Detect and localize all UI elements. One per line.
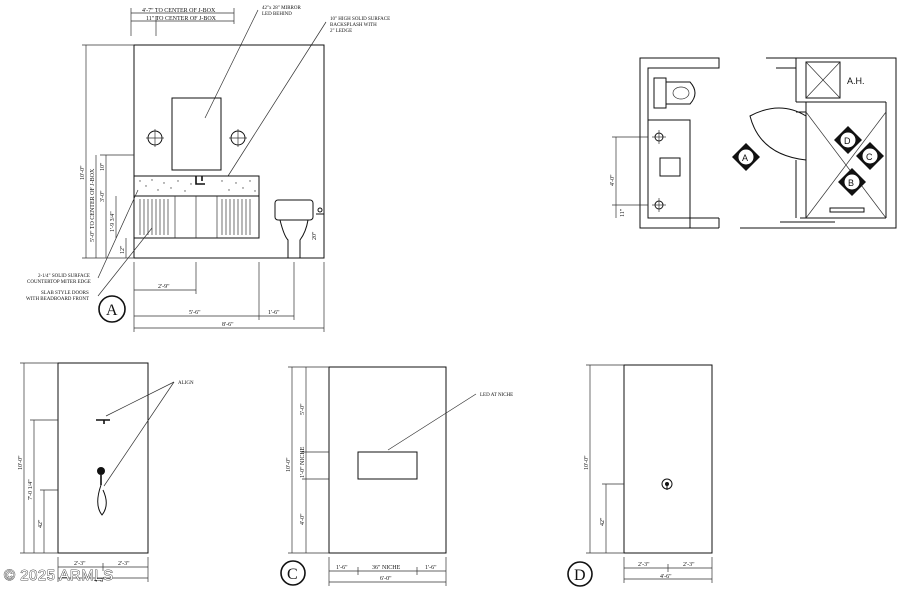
c-dim-niche-w: 36" NICHE [372, 565, 401, 571]
b-height-total: 10'-0" [18, 455, 24, 470]
elevation-d-label: D [574, 567, 586, 584]
elevation-b: ALIGN 10'-0" 7'-0 1/4" 42" 2'-3" 2'-3" 4… [18, 362, 194, 584]
mirror [171, 97, 222, 171]
d-dim-2-3a: 2'-3" [638, 562, 650, 568]
vanity-cabinet [133, 195, 260, 239]
backsplash-note-1: 10" HIGH SOLID SURFACE [330, 17, 390, 22]
elevation-c-label: C [287, 566, 298, 583]
elevation-a-label: A [106, 302, 118, 319]
dim-12: 12" [120, 245, 126, 254]
b-dim-7-0: 7'-0 1/4" [28, 479, 34, 500]
led-note: LED AT NICHE [480, 393, 513, 398]
shower-room-wall [796, 57, 897, 229]
tag-b-icon: B [838, 168, 866, 196]
elevation-c: LED AT NICHE 10'-0" 5'-0" 1'-0" NICHE 4'… [280, 366, 513, 586]
elevation-a: 4'-7" TO CENTER OF J-BOX 11" TO CENTER O… [26, 6, 390, 332]
c-height-total: 10'-0" [286, 457, 292, 472]
backsplash-note-3: 2" LEDGE [330, 29, 352, 34]
sconce-right [229, 129, 247, 147]
b-dim-4-6: 4'-6" [94, 578, 106, 584]
b-dim-42: 42" [38, 519, 44, 528]
floor-plan: 4'-0" 11" A.H. A D [610, 57, 897, 229]
vanity-plan [647, 119, 691, 219]
mirror-note-1: 42"x 28" MIRROR [262, 6, 301, 11]
watermark: © 2025 ARMLS [4, 567, 114, 584]
dim-jbox-1: 4'-7" TO CENTER OF J-BOX [142, 8, 216, 14]
d-height-total: 10'-0" [584, 455, 590, 470]
shower-valve-icon [661, 478, 673, 490]
b-dim-2-3a: 2'-3" [74, 561, 86, 567]
plan-dim-11: 11" [620, 208, 626, 217]
plan-dim-4-0: 4'-0" [610, 174, 616, 186]
jbox-height: 5'-0" TO CENTER OF J-BOX [90, 168, 96, 242]
elevation-d-wall [623, 364, 713, 554]
c-dim-4-0: 4'-0" [300, 513, 306, 525]
beadboard-right [221, 199, 251, 235]
niche [357, 451, 418, 480]
countertop-note-2: COUNTERTOP MITER EDGE [27, 280, 91, 285]
elevation-c-tag [280, 560, 306, 586]
elevation-c-wall [328, 366, 447, 554]
plan-tag-d: D [844, 136, 851, 146]
sink-plan [659, 157, 681, 177]
dim-2-9: 2'-9" [158, 284, 170, 290]
plan-tag-c: C [866, 152, 873, 162]
tag-d-icon: D [834, 126, 862, 154]
dim-1-9: 1'-9 3/4" [110, 211, 116, 232]
dim-5-6: 5'-6" [189, 310, 201, 316]
mirror-note-2: LED BEHIND [262, 12, 292, 17]
beadboard-left [139, 199, 169, 235]
dim-jbox-2: 11" TO CENTER OF J-BOX [146, 16, 217, 22]
hand-shower-icon [97, 467, 107, 516]
backsplash-note-2: BACKSPLASH WITH [330, 23, 377, 28]
doors-note-2: WITH BEADBOARD FRONT [26, 297, 89, 302]
plan-tag-b: B [848, 178, 854, 188]
sconce-left [146, 129, 164, 147]
elevation-b-wall [57, 362, 149, 554]
plan-tag-a: A [742, 153, 748, 163]
elevation-a-tag [98, 295, 126, 323]
dim-1-6: 1'-6" [268, 310, 280, 316]
d-dim-4-6: 4'-6" [660, 574, 672, 580]
ah-closet [805, 61, 841, 99]
elevation-d: 10'-0" 42" 2'-3" 2'-3" 4'-6" D [567, 364, 713, 587]
toilet-plan-icon [653, 77, 696, 109]
c-dim-niche-h: 1'-0" NICHE [300, 446, 306, 478]
c-dim-1-6b: 1'-6" [425, 565, 437, 571]
c-dim-6-0: 6'-0" [380, 576, 392, 582]
elevation-a-wall [133, 44, 325, 259]
height-total: 10'-0" [80, 165, 86, 180]
dim-3-0: 3'-0" [100, 190, 106, 202]
dim-8-6: 8'-6" [222, 322, 234, 328]
doors-note-1: SLAB STYLE DOORS [41, 291, 89, 296]
countertop-speckle [139, 179, 256, 192]
ah-label: A.H. [847, 76, 865, 86]
dim-10: 10" [100, 162, 106, 171]
d-dim-2-3b: 2'-3" [683, 562, 695, 568]
tag-c-icon: C [856, 142, 884, 170]
elevation-d-tag [567, 561, 593, 587]
faucet-icon [195, 176, 205, 185]
door-swing [749, 107, 807, 161]
b-dim-2-3b: 2'-3" [118, 561, 130, 567]
c-dim-5-0: 5'-0" [300, 403, 306, 415]
d-dim-42: 42" [600, 517, 606, 526]
c-dim-1-6a: 1'-6" [336, 565, 348, 571]
align-note: ALIGN [178, 381, 194, 386]
countertop-note-1: 2-1/4" SOLID SURFACE [38, 274, 90, 279]
toilet-room-wall [639, 57, 720, 229]
shower-head-icon [96, 419, 110, 424]
dim-20: 20" [312, 231, 318, 240]
toilet-elevation [274, 199, 324, 259]
tag-a-icon: A [732, 143, 760, 171]
